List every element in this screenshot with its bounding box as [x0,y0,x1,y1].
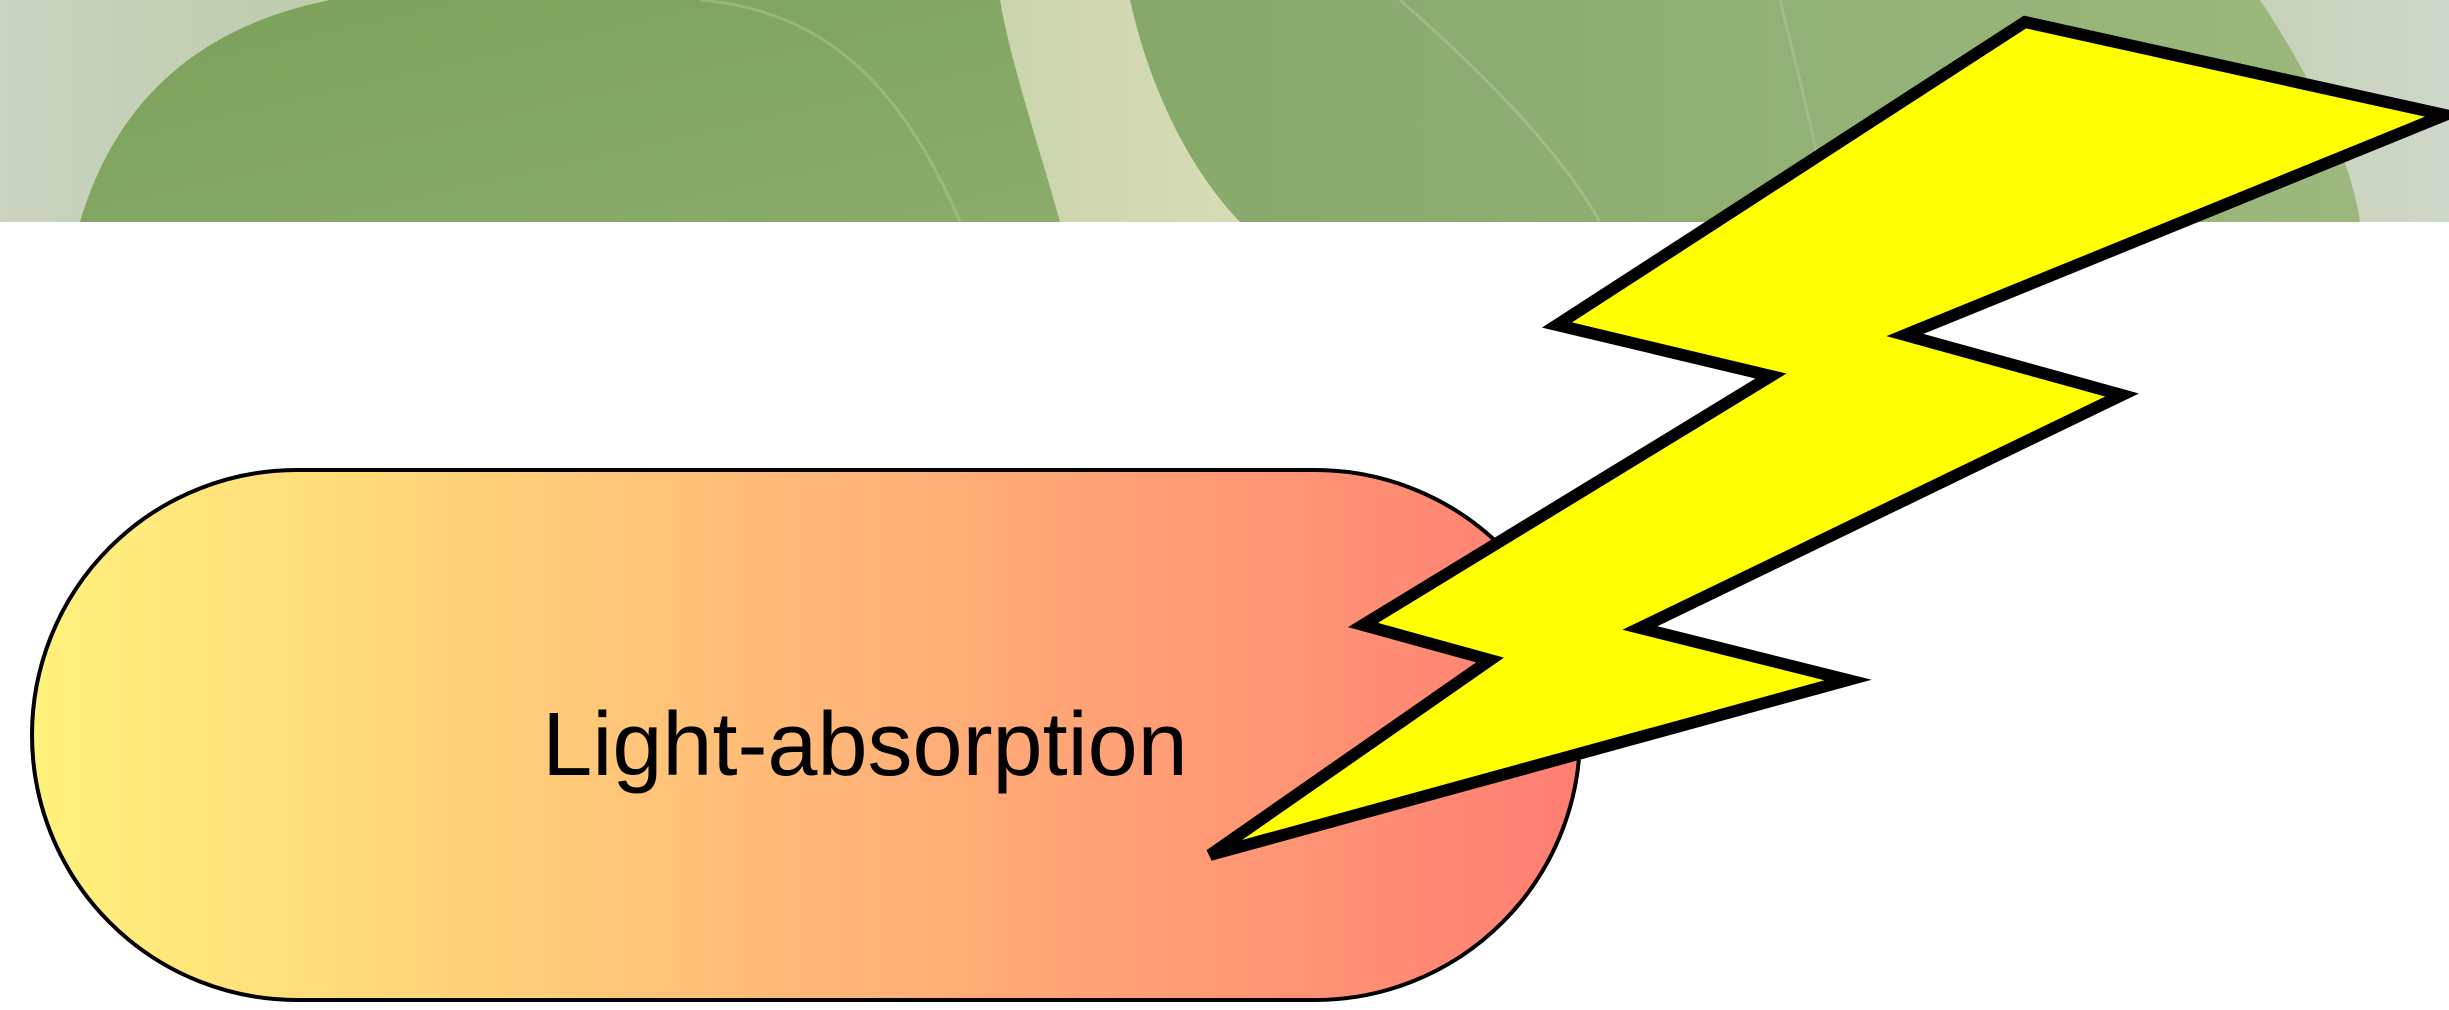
light-absorption-pill [32,470,1580,1000]
lightning-bolt-icon [1210,22,2445,855]
